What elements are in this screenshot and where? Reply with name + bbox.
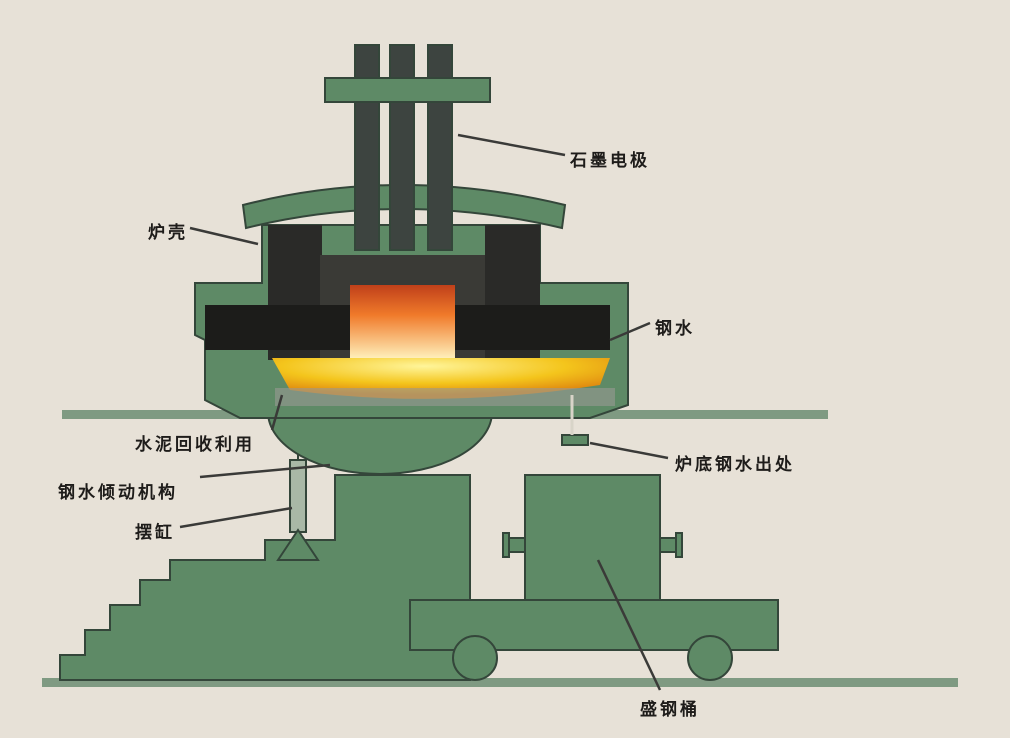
ground-line [42,678,958,687]
label-graphite-electrode: 石墨电极 [570,151,650,171]
label-tap-hole: 炉底钢水出处 [675,455,795,475]
tap-hole [561,434,589,446]
label-molten-steel: 钢水 [655,319,695,339]
arc-glow [350,285,455,360]
label-cement-recycle: 水泥回收利用 [135,435,255,455]
electrode-1 [354,44,380,251]
cylinder-base [276,528,320,561]
label-furnace-shell: 炉壳 [148,223,188,243]
tilt-cylinder [289,459,307,533]
electrode-clamp [324,77,491,103]
label-cylinder: 摆缸 [135,523,175,543]
ladle [524,474,661,601]
electrode-3 [427,44,453,251]
leader-lines [179,133,669,691]
staircase-base [59,474,471,681]
label-ladle: 盛钢桶 [640,700,700,720]
cart-wheel [687,635,733,681]
electrode-2 [389,44,415,251]
label-tilt-mechanism: 钢水倾动机构 [58,483,178,503]
cart-wheel [452,635,498,681]
